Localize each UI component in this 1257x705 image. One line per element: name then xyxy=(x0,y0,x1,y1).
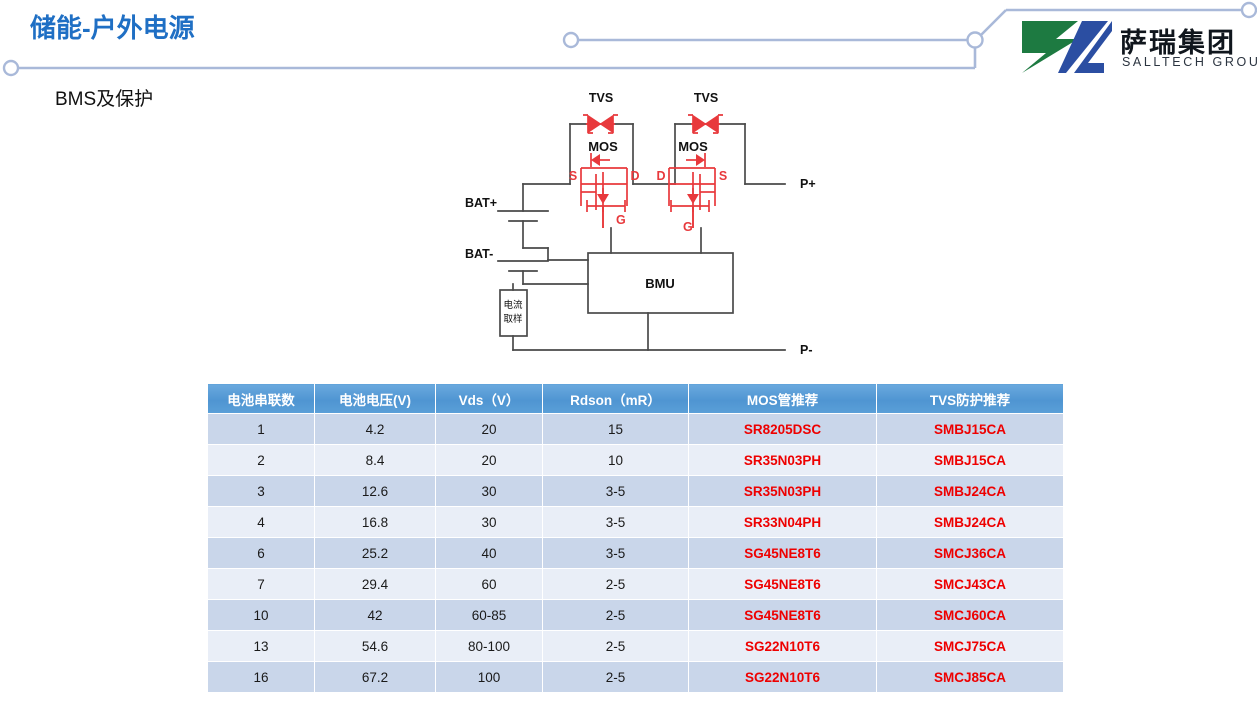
cell-mos-part: SR8205DSC xyxy=(688,413,877,445)
cell-rdson: 3-5 xyxy=(542,537,689,569)
col-header-tvs-recommend: TVS防护推荐 xyxy=(876,383,1064,414)
cell-battery-voltage: 29.4 xyxy=(314,568,436,600)
cell-mos-part: SR35N03PH xyxy=(688,444,877,476)
cell-vds: 20 xyxy=(435,444,543,476)
label-gate-right: G xyxy=(683,220,693,234)
cell-tvs-part: SMBJ15CA xyxy=(876,413,1064,445)
spec-table-container: 电池串联数 电池电压(V) Vds（V） Rdson（mR） MOS管推荐 TV… xyxy=(207,383,1064,693)
logo-mark-icon xyxy=(1022,21,1112,73)
cell-rdson: 2-5 xyxy=(542,630,689,662)
cell-tvs-part: SMBJ15CA xyxy=(876,444,1064,476)
cell-series-count: 3 xyxy=(207,475,315,507)
cell-vds: 100 xyxy=(435,661,543,693)
cell-rdson: 2-5 xyxy=(542,661,689,693)
cell-rdson: 15 xyxy=(542,413,689,445)
label-tvs-left: TVS xyxy=(589,91,613,105)
label-drain-right: D xyxy=(656,169,665,183)
cell-tvs-part: SMBJ24CA xyxy=(876,475,1064,507)
cell-series-count: 4 xyxy=(207,506,315,538)
logo-english-name: SALLTECH GROUP xyxy=(1122,55,1257,69)
cell-vds: 30 xyxy=(435,506,543,538)
col-header-vds: Vds（V） xyxy=(435,383,543,414)
cell-tvs-part: SMCJ85CA xyxy=(876,661,1064,693)
page-title: 储能-户外电源 xyxy=(30,13,195,43)
cell-mos-part: SG45NE8T6 xyxy=(688,568,877,600)
cell-tvs-part: SMCJ36CA xyxy=(876,537,1064,569)
cell-rdson: 2-5 xyxy=(542,568,689,600)
cell-battery-voltage: 16.8 xyxy=(314,506,436,538)
label-bmu: BMU xyxy=(645,276,675,291)
company-logo: 萨瑞集团 SALLTECH GROUP xyxy=(1016,17,1257,79)
cell-series-count: 13 xyxy=(207,630,315,662)
label-gate-left: G xyxy=(616,213,626,227)
cell-series-count: 10 xyxy=(207,599,315,631)
cell-battery-voltage: 67.2 xyxy=(314,661,436,693)
cell-vds: 80-100 xyxy=(435,630,543,662)
cell-mos-part: SR35N03PH xyxy=(688,475,877,507)
cell-vds: 20 xyxy=(435,413,543,445)
col-header-battery-voltage: 电池电压(V) xyxy=(314,383,436,414)
cell-rdson: 10 xyxy=(542,444,689,476)
cell-mos-part: SG22N10T6 xyxy=(688,661,877,693)
bms-circuit-diagram: TVS TVS MOS MOS S D G D S G BAT+ BAT- P+… xyxy=(465,91,816,357)
cell-tvs-part: SMCJ60CA xyxy=(876,599,1064,631)
cell-rdson: 2-5 xyxy=(542,599,689,631)
cell-battery-voltage: 8.4 xyxy=(314,444,436,476)
cell-mos-part: SG45NE8T6 xyxy=(688,537,877,569)
label-bat-plus: BAT+ xyxy=(465,196,497,210)
cell-mos-part: SG45NE8T6 xyxy=(688,599,877,631)
cell-battery-voltage: 12.6 xyxy=(314,475,436,507)
logo-chinese-name: 萨瑞集团 xyxy=(1120,28,1236,59)
label-p-plus: P+ xyxy=(800,177,816,191)
cell-series-count: 2 xyxy=(207,444,315,476)
cell-battery-voltage: 42 xyxy=(314,599,436,631)
cell-mos-part: SG22N10T6 xyxy=(688,630,877,662)
cell-series-count: 6 xyxy=(207,537,315,569)
label-source-left: S xyxy=(569,169,577,183)
label-p-minus: P- xyxy=(800,343,813,357)
mos-tvs-spec-table: 电池串联数 电池电压(V) Vds（V） Rdson（mR） MOS管推荐 TV… xyxy=(207,383,1064,693)
label-shunt-line1: 电流 xyxy=(503,299,523,311)
label-tvs-right: TVS xyxy=(694,91,718,105)
section-subtitle: BMS及保护 xyxy=(55,89,154,110)
cell-series-count: 7 xyxy=(207,568,315,600)
cell-tvs-part: SMCJ75CA xyxy=(876,630,1064,662)
cell-battery-voltage: 25.2 xyxy=(314,537,436,569)
cell-rdson: 3-5 xyxy=(542,475,689,507)
table-header-row: 电池串联数 电池电压(V) Vds（V） Rdson（mR） MOS管推荐 TV… xyxy=(207,383,1064,414)
cell-vds: 60-85 xyxy=(435,599,543,631)
cell-tvs-part: SMBJ24CA xyxy=(876,506,1064,538)
cell-battery-voltage: 4.2 xyxy=(314,413,436,445)
col-header-rdson: Rdson（mR） xyxy=(542,383,689,414)
cell-series-count: 1 xyxy=(207,413,315,445)
label-shunt-line2: 取样 xyxy=(503,313,522,325)
col-header-series-count: 电池串联数 xyxy=(207,383,315,414)
cell-series-count: 16 xyxy=(207,661,315,693)
cell-tvs-part: SMCJ43CA xyxy=(876,568,1064,600)
cell-vds: 40 xyxy=(435,537,543,569)
cell-vds: 60 xyxy=(435,568,543,600)
label-bat-minus: BAT- xyxy=(465,247,493,261)
label-drain-left: D xyxy=(630,169,639,183)
cell-rdson: 3-5 xyxy=(542,506,689,538)
col-header-mos-recommend: MOS管推荐 xyxy=(688,383,877,414)
cell-battery-voltage: 54.6 xyxy=(314,630,436,662)
label-mos-right: MOS xyxy=(678,139,708,154)
cell-mos-part: SR33N04PH xyxy=(688,506,877,538)
label-mos-left: MOS xyxy=(588,139,618,154)
cell-vds: 30 xyxy=(435,475,543,507)
label-source-right: S xyxy=(719,169,727,183)
